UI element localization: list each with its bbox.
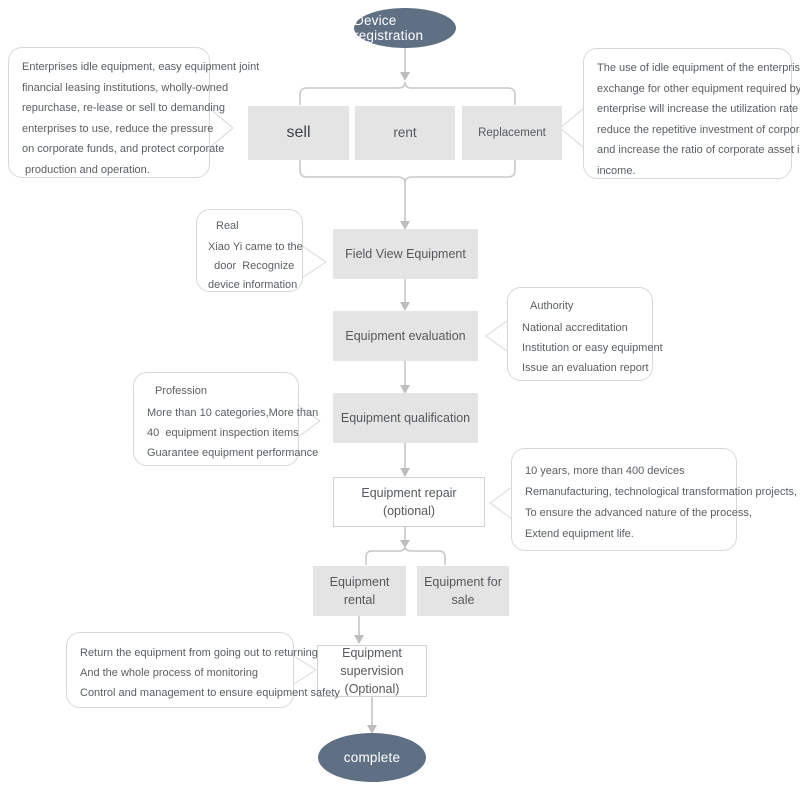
output-box-equipment-rental[interactable]: Equipment rental xyxy=(313,566,406,616)
callout-authority-line-1: National accreditation xyxy=(522,322,628,334)
callout-repair-line-3: To ensure the advanced nature of the pro… xyxy=(525,507,752,519)
callout-authority-line-2: Institution or easy equipment xyxy=(522,342,663,354)
callout-sell-line-6: production and operation. xyxy=(22,163,150,176)
callout-repair-line-2: Remanufacturing, technological transform… xyxy=(525,486,798,498)
process-box-equipment-qualification[interactable]: Equipment qualification xyxy=(333,393,478,443)
end-node[interactable]: complete xyxy=(318,733,426,782)
branch-box-sell[interactable]: sell xyxy=(248,106,349,160)
callout-replacement[interactable]: The use of idle equipment of the enterpr… xyxy=(583,48,800,179)
end-node-label: complete xyxy=(343,750,401,765)
callout-sell-line-5: on corporate funds, and protect corporat… xyxy=(22,143,225,155)
process-box-equipment-qualification-label: Equipment qualification xyxy=(340,410,471,425)
callout-profession-line-3: Guarantee equipment performance xyxy=(147,447,319,459)
callout-profession-line-2: 40 equipment inspection items xyxy=(147,427,299,439)
callout-replacement-line-2: exchange for other equipment required by… xyxy=(597,82,800,95)
process-box-equipment-repair[interactable]: Equipment repair (optional) xyxy=(333,477,485,527)
callout-replacement-line-1: The use of idle equipment of the enterpr… xyxy=(597,62,800,74)
callout-sell-line-1: Enterprises idle equipment, easy equipme… xyxy=(22,61,260,73)
callout-real-line-1: Xiao Yi came to the xyxy=(208,241,303,253)
callout-profession-line-1: More than 10 categories,More than xyxy=(147,407,319,419)
branch-box-sell-label: sell xyxy=(286,124,311,142)
process-box-field-view-equipment[interactable]: Field View Equipment xyxy=(333,229,478,279)
process-box-equipment-repair-label: Equipment repair (optional) xyxy=(361,485,457,518)
branch-box-rent[interactable]: rent xyxy=(355,106,455,160)
start-node[interactable]: Device registration xyxy=(354,8,456,48)
branch-box-replacement-label: Replacement xyxy=(478,126,546,139)
callout-real-line-2: door Recognize xyxy=(208,260,295,272)
callout-sell-line-3: repurchase, re-lease or sell to demandin… xyxy=(22,102,226,114)
callout-repair[interactable]: 10 years, more than 400 devices Remanufa… xyxy=(511,448,798,551)
callout-authority-line-3: Issue an evaluation report xyxy=(522,362,649,374)
process-box-equipment-supervision-line1: Equipment supervision xyxy=(340,645,404,678)
callout-replacement-line-3: enterprise will increase the utilization… xyxy=(597,103,799,115)
process-box-field-view-equipment-label: Field View Equipment xyxy=(345,246,466,261)
branch-box-rent-label: rent xyxy=(393,125,417,141)
callout-profession[interactable]: Profession More than 10 categories,More … xyxy=(133,372,319,466)
callout-real-title: Real xyxy=(216,220,239,232)
callout-authority[interactable]: Authority National accreditation Institu… xyxy=(507,287,663,381)
callout-repair-line-1: 10 years, more than 400 devices xyxy=(525,465,685,477)
callout-supervision[interactable]: Return the equipment from going out to r… xyxy=(66,632,340,708)
start-node-label: Device registration xyxy=(354,13,424,43)
callout-replacement-line-6: income. xyxy=(597,164,636,177)
process-box-equipment-evaluation-label: Equipment evaluation xyxy=(345,328,466,343)
callout-authority-title: Authority xyxy=(530,300,574,312)
callout-supervision-line-2: And the whole process of monitoring xyxy=(80,667,258,679)
process-box-equipment-supervision[interactable]: Equipment supervision (Optional) xyxy=(317,645,427,697)
callout-supervision-line-1: Return the equipment from going out to r… xyxy=(80,647,318,659)
process-box-equipment-evaluation[interactable]: Equipment evaluation xyxy=(333,311,478,361)
callout-repair-line-4: Extend equipment life. xyxy=(525,528,634,540)
callout-real-line-3: device information xyxy=(208,279,298,291)
callout-supervision-line-3: Control and management to ensure equipme… xyxy=(80,687,340,699)
output-box-equipment-for-sale[interactable]: Equipment for sale xyxy=(417,566,509,616)
callout-replacement-line-5: and increase the ratio of corporate asse… xyxy=(597,144,800,156)
callout-sell[interactable]: Enterprises idle equipment, easy equipme… xyxy=(8,47,260,178)
output-box-equipment-rental-label: Equipment rental xyxy=(329,574,390,607)
callout-real[interactable]: Real Xiao Yi came to the door Recognize … xyxy=(196,209,303,292)
branch-box-replacement[interactable]: Replacement xyxy=(462,106,562,160)
callout-replacement-line-4: reduce the repetitive investment of corp… xyxy=(597,123,800,136)
process-box-equipment-supervision-line2: (Optional) xyxy=(344,682,400,697)
callout-sell-line-2: financial leasing institutions, wholly-o… xyxy=(22,81,229,94)
callout-sell-line-4: enterprises to use, reduce the pressure xyxy=(22,122,214,135)
output-box-equipment-for-sale-label: Equipment for sale xyxy=(424,574,502,607)
callout-profession-title: Profession xyxy=(155,385,207,397)
